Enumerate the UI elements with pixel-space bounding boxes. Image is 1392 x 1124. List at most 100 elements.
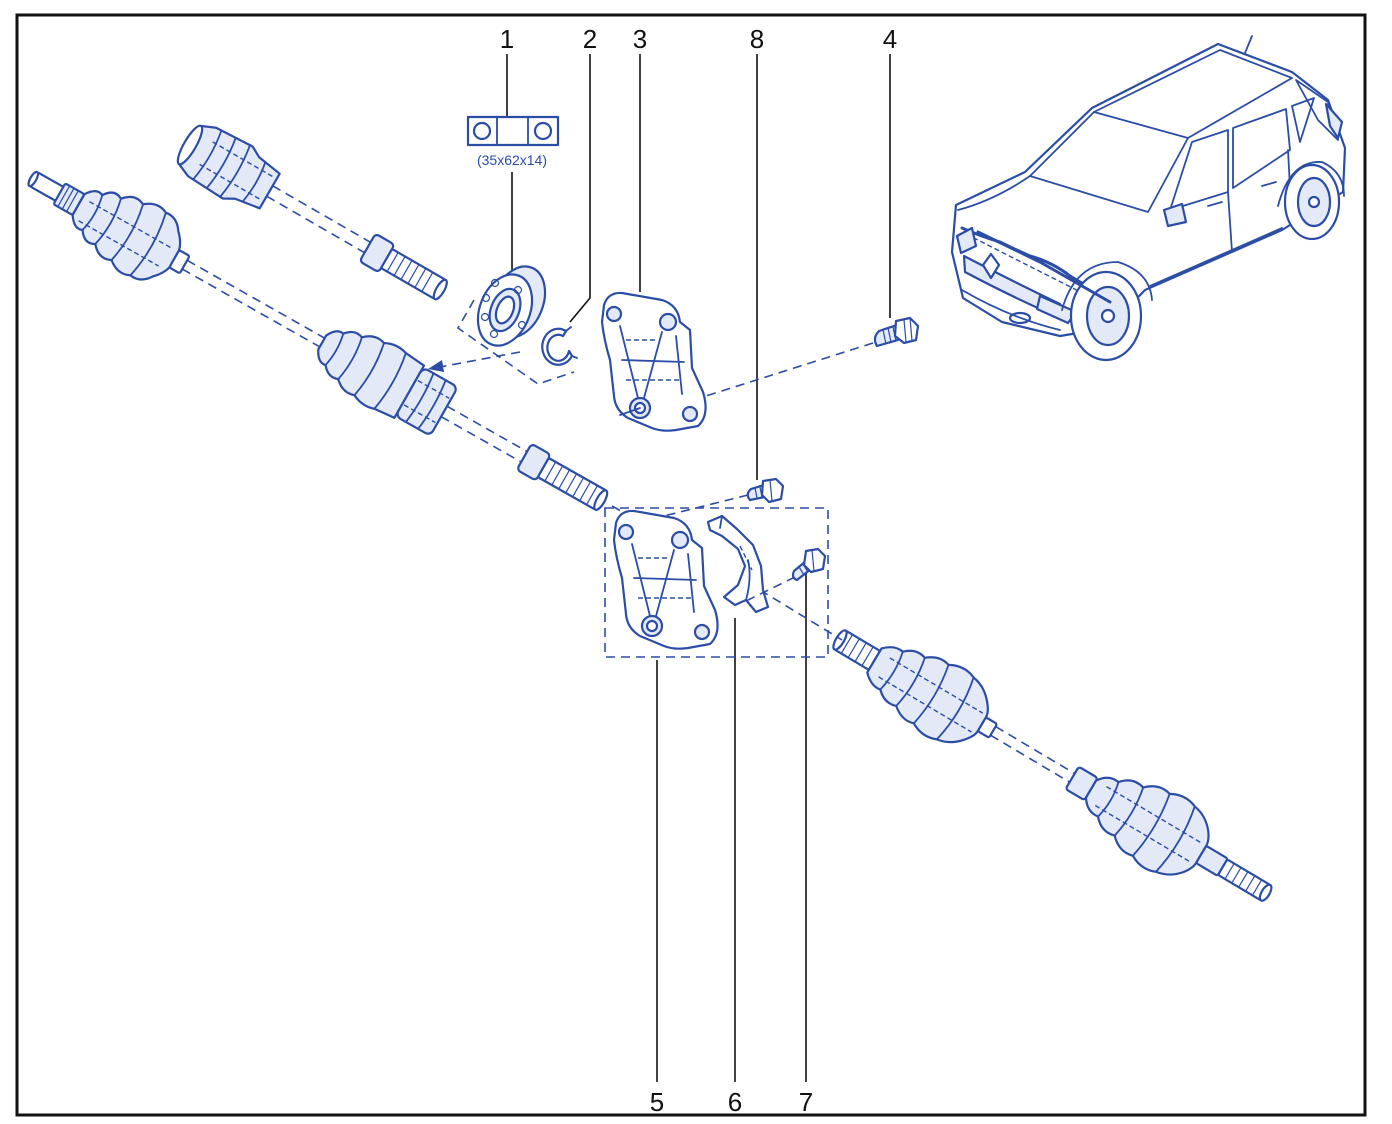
upper-bracket-hole [658, 312, 678, 332]
car-quarter-window [1291, 97, 1315, 143]
car-right-headlight [1035, 294, 1078, 325]
right-inner-boot-shading [878, 657, 984, 733]
right-shaft-outer-spline-teeth [1224, 862, 1263, 896]
right-inner-boot-clamp [977, 717, 998, 739]
upper-bracket-shading [626, 339, 680, 381]
intermediate-shaft-housing-shading [199, 141, 274, 200]
callout-6: 6 [728, 1087, 742, 1117]
bolt-4-alignment-line [705, 342, 874, 397]
intermediate-shaft-housing [177, 124, 281, 210]
bearing-symbol-ball-right [533, 121, 553, 141]
bolt-4 [873, 316, 920, 348]
bolt-7-head-edges [811, 549, 815, 572]
bolt-4-shank [873, 323, 900, 348]
lower-bracket-hole [670, 530, 690, 550]
car-mirror [1162, 202, 1188, 228]
clip-strap-shading [739, 545, 753, 571]
left-tripod-housing [396, 368, 457, 435]
lower-bracket-shading [638, 557, 692, 599]
bearing-ball [490, 278, 500, 288]
left-tripod-housing-shading [403, 379, 450, 424]
right-shaft-inner-spline-end [832, 629, 848, 651]
bolt-8-head [760, 477, 785, 504]
car-front-bumper [961, 289, 1061, 331]
callout-8: 8 [750, 24, 764, 54]
bearing [456, 265, 575, 385]
callout-4: 4 [883, 24, 897, 54]
assembly-arrow-icon [428, 360, 444, 372]
left-shaft-bar [181, 259, 326, 348]
car-roof [1093, 49, 1293, 139]
car-left-headlight [955, 226, 978, 255]
circlip-tab [565, 326, 578, 359]
bolt-4-head-edges [903, 317, 913, 343]
bearing-ball [513, 285, 523, 295]
right-outer-boot-ribs [1097, 781, 1196, 873]
intermediate-shaft [176, 124, 448, 301]
right-inner-boot [866, 646, 989, 744]
bearing-retaining-clip [706, 514, 770, 614]
upper-bracket-hole [605, 305, 623, 323]
upper-bracket-hole [681, 405, 699, 423]
car-hood-edge [957, 175, 1031, 211]
bearing-symbol-dividers [496, 116, 529, 146]
bearing-ball [517, 320, 527, 330]
lower-bracket-ribs [631, 543, 697, 617]
car-door-handles [1207, 181, 1277, 207]
bearing-symbol-ball-left [472, 121, 492, 141]
right-driveshaft [832, 629, 1273, 902]
bolt-7 [791, 547, 827, 582]
bolt-8 [746, 477, 785, 504]
callout-5: 5 [650, 1087, 664, 1117]
car-front-wheel-arch [1061, 261, 1153, 311]
callout-1: 1 [500, 24, 514, 54]
callout-3: 3 [633, 24, 647, 54]
lower-bracket-hole [693, 623, 711, 641]
left-outer-boot-clamp [168, 249, 190, 274]
left-outer-boot-ribs [81, 194, 167, 277]
right-outer-boot-shading [1094, 786, 1202, 863]
right-shaft-bar [990, 725, 1076, 783]
leader-2 [569, 54, 591, 323]
bearing-bore [494, 295, 516, 325]
clip-strap [706, 514, 770, 614]
left-shaft-inner-spline-end [593, 489, 609, 511]
intermediate-shaft-spline-end [432, 278, 448, 301]
bearing-axis-line [439, 351, 521, 368]
upper-bracket [600, 291, 707, 432]
hatchback-car-icon [950, 35, 1347, 362]
bearing-dimension-label: (35x62x14) [477, 152, 547, 168]
bolt-7-head [802, 547, 827, 574]
diagram-frame [15, 13, 1367, 1117]
intermediate-shaft-housing-ribs [192, 129, 266, 202]
right-shaft-outer-spline-end [1258, 883, 1273, 902]
intermediate-shaft-housing-face [176, 124, 204, 166]
car-rear-window [1295, 79, 1339, 141]
right-inner-boot-ribs [879, 650, 975, 741]
car-logo-icon [981, 252, 1001, 280]
upper-bracket-pin [619, 407, 641, 416]
right-shaft-inner-spline-teeth [840, 634, 874, 667]
kit-5-boundary [604, 507, 829, 658]
left-tripod-housing-ribs [405, 372, 447, 430]
bearing-ball [481, 293, 491, 303]
lower-bracket-hole-inner [645, 619, 659, 633]
lower-bracket [612, 509, 719, 650]
car-tail-light [1324, 102, 1344, 140]
bearing-ball [480, 312, 490, 322]
bearing-ball [489, 329, 499, 339]
car-rear-wheel-hub [1307, 195, 1321, 209]
left-outer-boot-shading [78, 200, 172, 267]
left-shaft-stub-end [27, 170, 40, 188]
left-outer-boot [71, 190, 182, 281]
car-rear-wheel-arch [1277, 161, 1345, 207]
bolt-4-head [893, 316, 920, 345]
left-shaft-spline-teeth [57, 185, 79, 213]
callout-7: 7 [799, 1087, 813, 1117]
bearing-icon [466, 115, 560, 147]
circlip-ring [541, 327, 574, 366]
car-driveshaft-highlight [976, 230, 1112, 304]
intermediate-shaft-bar [266, 185, 371, 254]
upper-bracket-ribs [619, 325, 685, 399]
